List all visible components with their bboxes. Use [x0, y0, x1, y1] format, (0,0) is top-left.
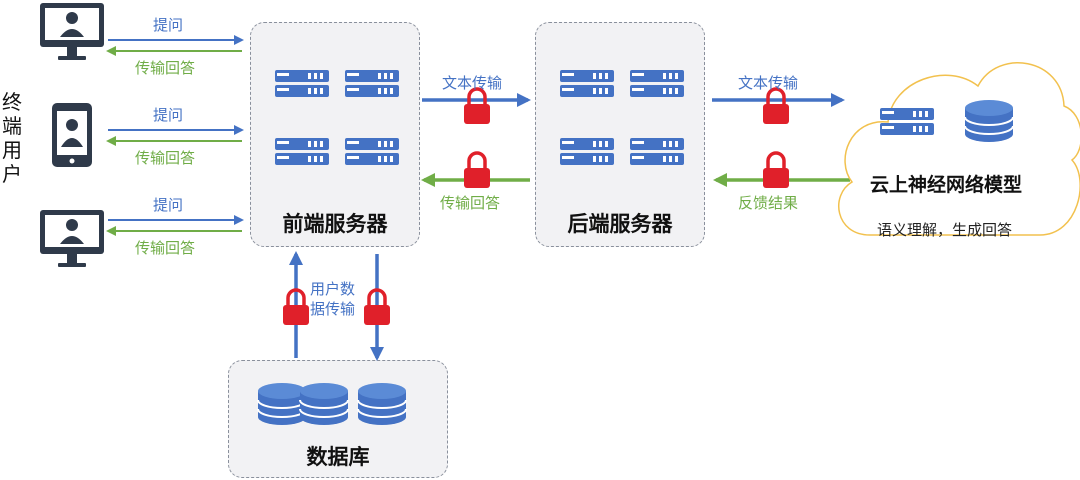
server-icon	[560, 138, 614, 165]
server-icon	[345, 70, 399, 97]
ask-label-3: 提问	[153, 196, 184, 214]
database-title: 数据库	[306, 445, 370, 469]
lock-icon	[761, 87, 791, 126]
server-icon	[630, 70, 684, 97]
ask-label-1: 提问	[153, 16, 184, 34]
end-user-label: 终 端 用 户	[2, 90, 22, 186]
database-icon	[299, 382, 349, 426]
lock-icon	[761, 151, 791, 190]
frontend-server-title: 前端服务器	[282, 212, 388, 236]
cloud-icon	[838, 62, 1080, 236]
answer-label-3: 传输回答	[135, 239, 196, 257]
db-transfer-label-line1: 用户数	[310, 280, 356, 298]
lock-icon	[462, 151, 492, 190]
desktop-icon	[40, 210, 104, 267]
answer-label-2: 传输回答	[135, 149, 196, 167]
cloud-title: 云上神经网络模型	[870, 174, 1023, 196]
cloud-to-back-label: 反馈结果	[738, 194, 799, 212]
backend-server-box: 后端服务器	[535, 22, 705, 247]
backend-server-title: 后端服务器	[567, 212, 673, 236]
cloud-subtitle: 语义理解，生成回答	[877, 221, 1013, 239]
back-to-front-label: 传输回答	[440, 194, 501, 212]
database-icon	[964, 99, 1014, 143]
back-to-cloud-label: 文本传输	[738, 74, 799, 92]
server-icon	[275, 138, 329, 165]
server-icon	[630, 138, 684, 165]
database-icon	[357, 382, 407, 426]
server-icon	[275, 70, 329, 97]
front-to-back-label: 文本传输	[442, 74, 503, 92]
db-transfer-label-line2: 据传输	[310, 300, 356, 318]
lock-icon	[462, 87, 492, 126]
database-icon	[257, 382, 307, 426]
answer-label-1: 传输回答	[135, 59, 196, 77]
server-icon	[560, 70, 614, 97]
desktop-icon	[40, 3, 104, 60]
tablet-icon	[52, 103, 92, 167]
ask-label-2: 提问	[153, 106, 184, 124]
server-icon	[345, 138, 399, 165]
frontend-server-box: 前端服务器	[250, 22, 420, 247]
